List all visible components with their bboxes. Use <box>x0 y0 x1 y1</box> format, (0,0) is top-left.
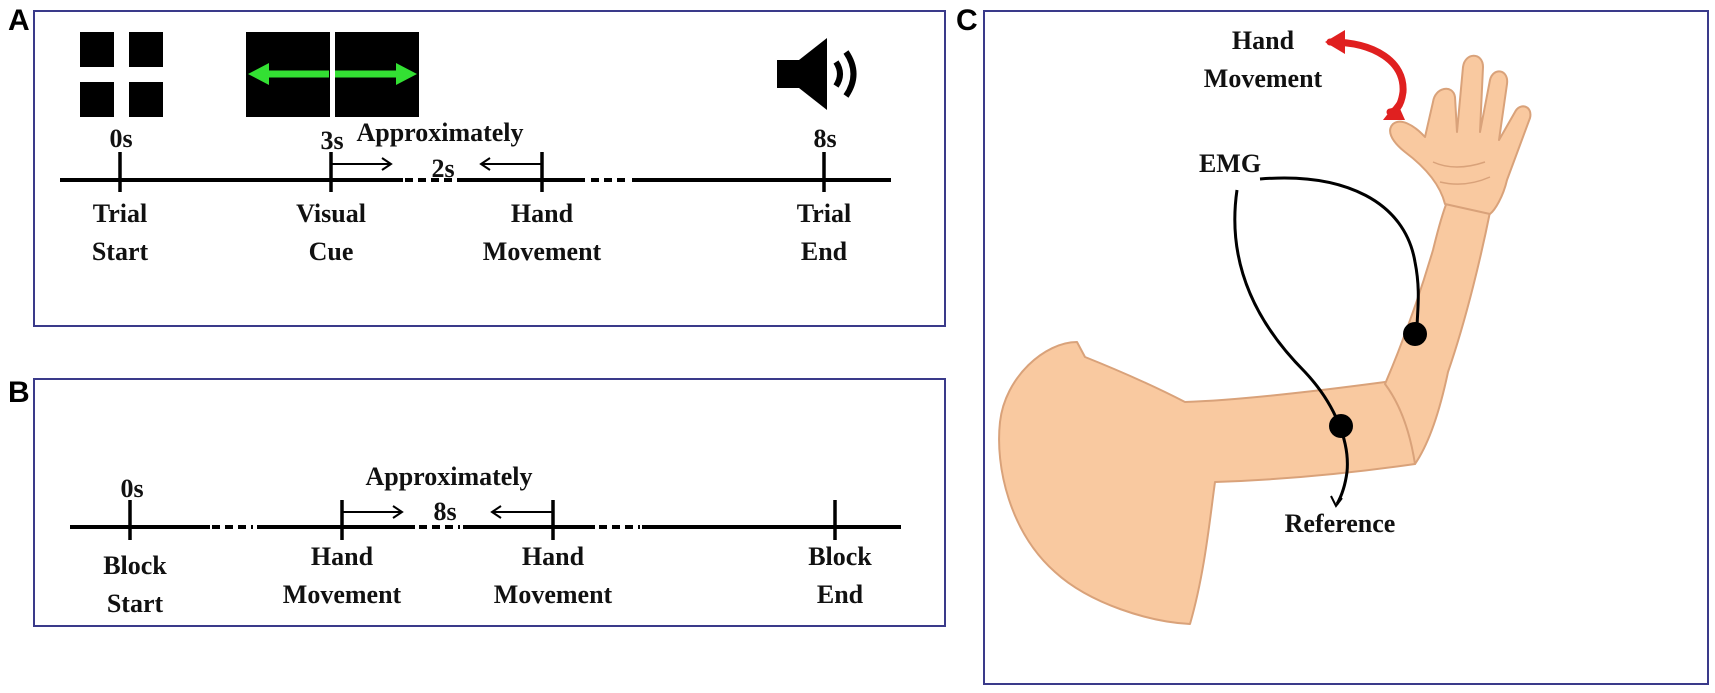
right-arrow-icon <box>335 32 419 117</box>
reference-electrode <box>1329 414 1353 438</box>
label-emg: EMG <box>1198 149 1262 178</box>
label-0s: 0s <box>109 124 133 153</box>
interval-arrow-left <box>490 505 552 519</box>
panel-c-emg-setup: Hand Movement EMG Reference <box>983 10 1709 685</box>
reference-wire <box>1233 189 1349 505</box>
panel-letter-c: C <box>956 4 978 37</box>
interval-arrow-right <box>332 157 393 171</box>
arm-illustration <box>998 54 1532 625</box>
label-0s: 0s <box>120 474 144 503</box>
panel-a-trial-timeline: 0s 3s Approximately 2s 8s Trial Start Vi… <box>33 10 946 327</box>
label-hand-movement: Hand Movement <box>482 199 602 266</box>
hand-creases <box>1432 161 1491 185</box>
emg-electrode <box>1403 322 1427 346</box>
label-block-end: Block End <box>808 542 872 609</box>
left-arrow-icon <box>246 32 330 117</box>
label-approximately: Approximately <box>356 118 524 147</box>
label-hand-movement-1: Hand Movement <box>282 542 402 609</box>
label-hand-movement: Hand Movement <box>1203 26 1323 93</box>
panel-letter-b: B <box>8 376 30 409</box>
label-3s: 3s <box>320 126 344 155</box>
panel-a-graphics <box>60 32 891 192</box>
label-hand-movement-2: Hand Movement <box>493 542 613 609</box>
label-trial-start: Trial Start <box>91 199 149 266</box>
label-8s: 8s <box>433 497 457 526</box>
interval-arrow-left <box>479 157 541 171</box>
label-2s: 2s <box>431 154 455 183</box>
label-approximately: Approximately <box>365 462 533 491</box>
panel-letter-a: A <box>8 4 30 37</box>
label-block-start: Block Start <box>103 551 167 618</box>
fixation-cross-icon <box>80 32 163 117</box>
emg-wire <box>1259 176 1420 331</box>
panel-b-graphics <box>70 500 901 540</box>
speaker-icon <box>777 38 857 110</box>
label-visual-cue: Visual Cue <box>296 199 366 266</box>
label-trial-end: Trial End <box>796 199 852 266</box>
interval-arrow-right <box>343 505 404 519</box>
label-8s: 8s <box>813 124 837 153</box>
panel-b-block-timeline: 0s Approximately 8s Block Start Hand Mov… <box>33 378 946 627</box>
label-reference: Reference <box>1284 509 1396 538</box>
panel-c-graphics <box>998 30 1532 625</box>
